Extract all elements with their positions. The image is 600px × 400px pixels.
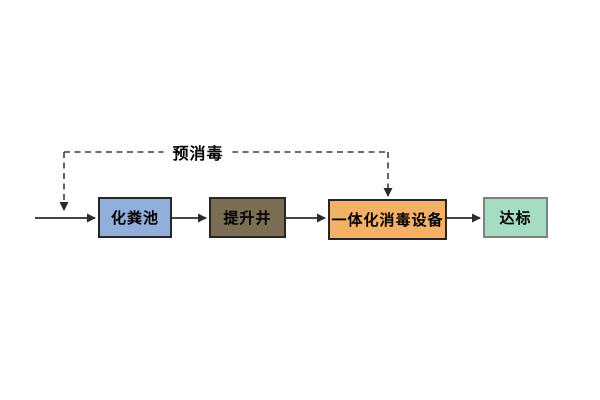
node-septic-tank-label: 化粪池 xyxy=(110,209,159,227)
node-integrated-disinfection-unit: 一体化消毒设备 xyxy=(328,199,447,240)
node-integrated-disinfection-unit-label: 一体化消毒设备 xyxy=(331,211,444,229)
node-standard-met: 达标 xyxy=(483,197,548,238)
node-standard-met-label: 达标 xyxy=(499,209,532,227)
node-lift-well: 提升井 xyxy=(209,197,286,238)
pre-disinfection-label: 预消毒 xyxy=(163,140,233,164)
node-lift-well-label: 提升井 xyxy=(223,209,272,227)
node-septic-tank: 化粪池 xyxy=(98,197,172,238)
